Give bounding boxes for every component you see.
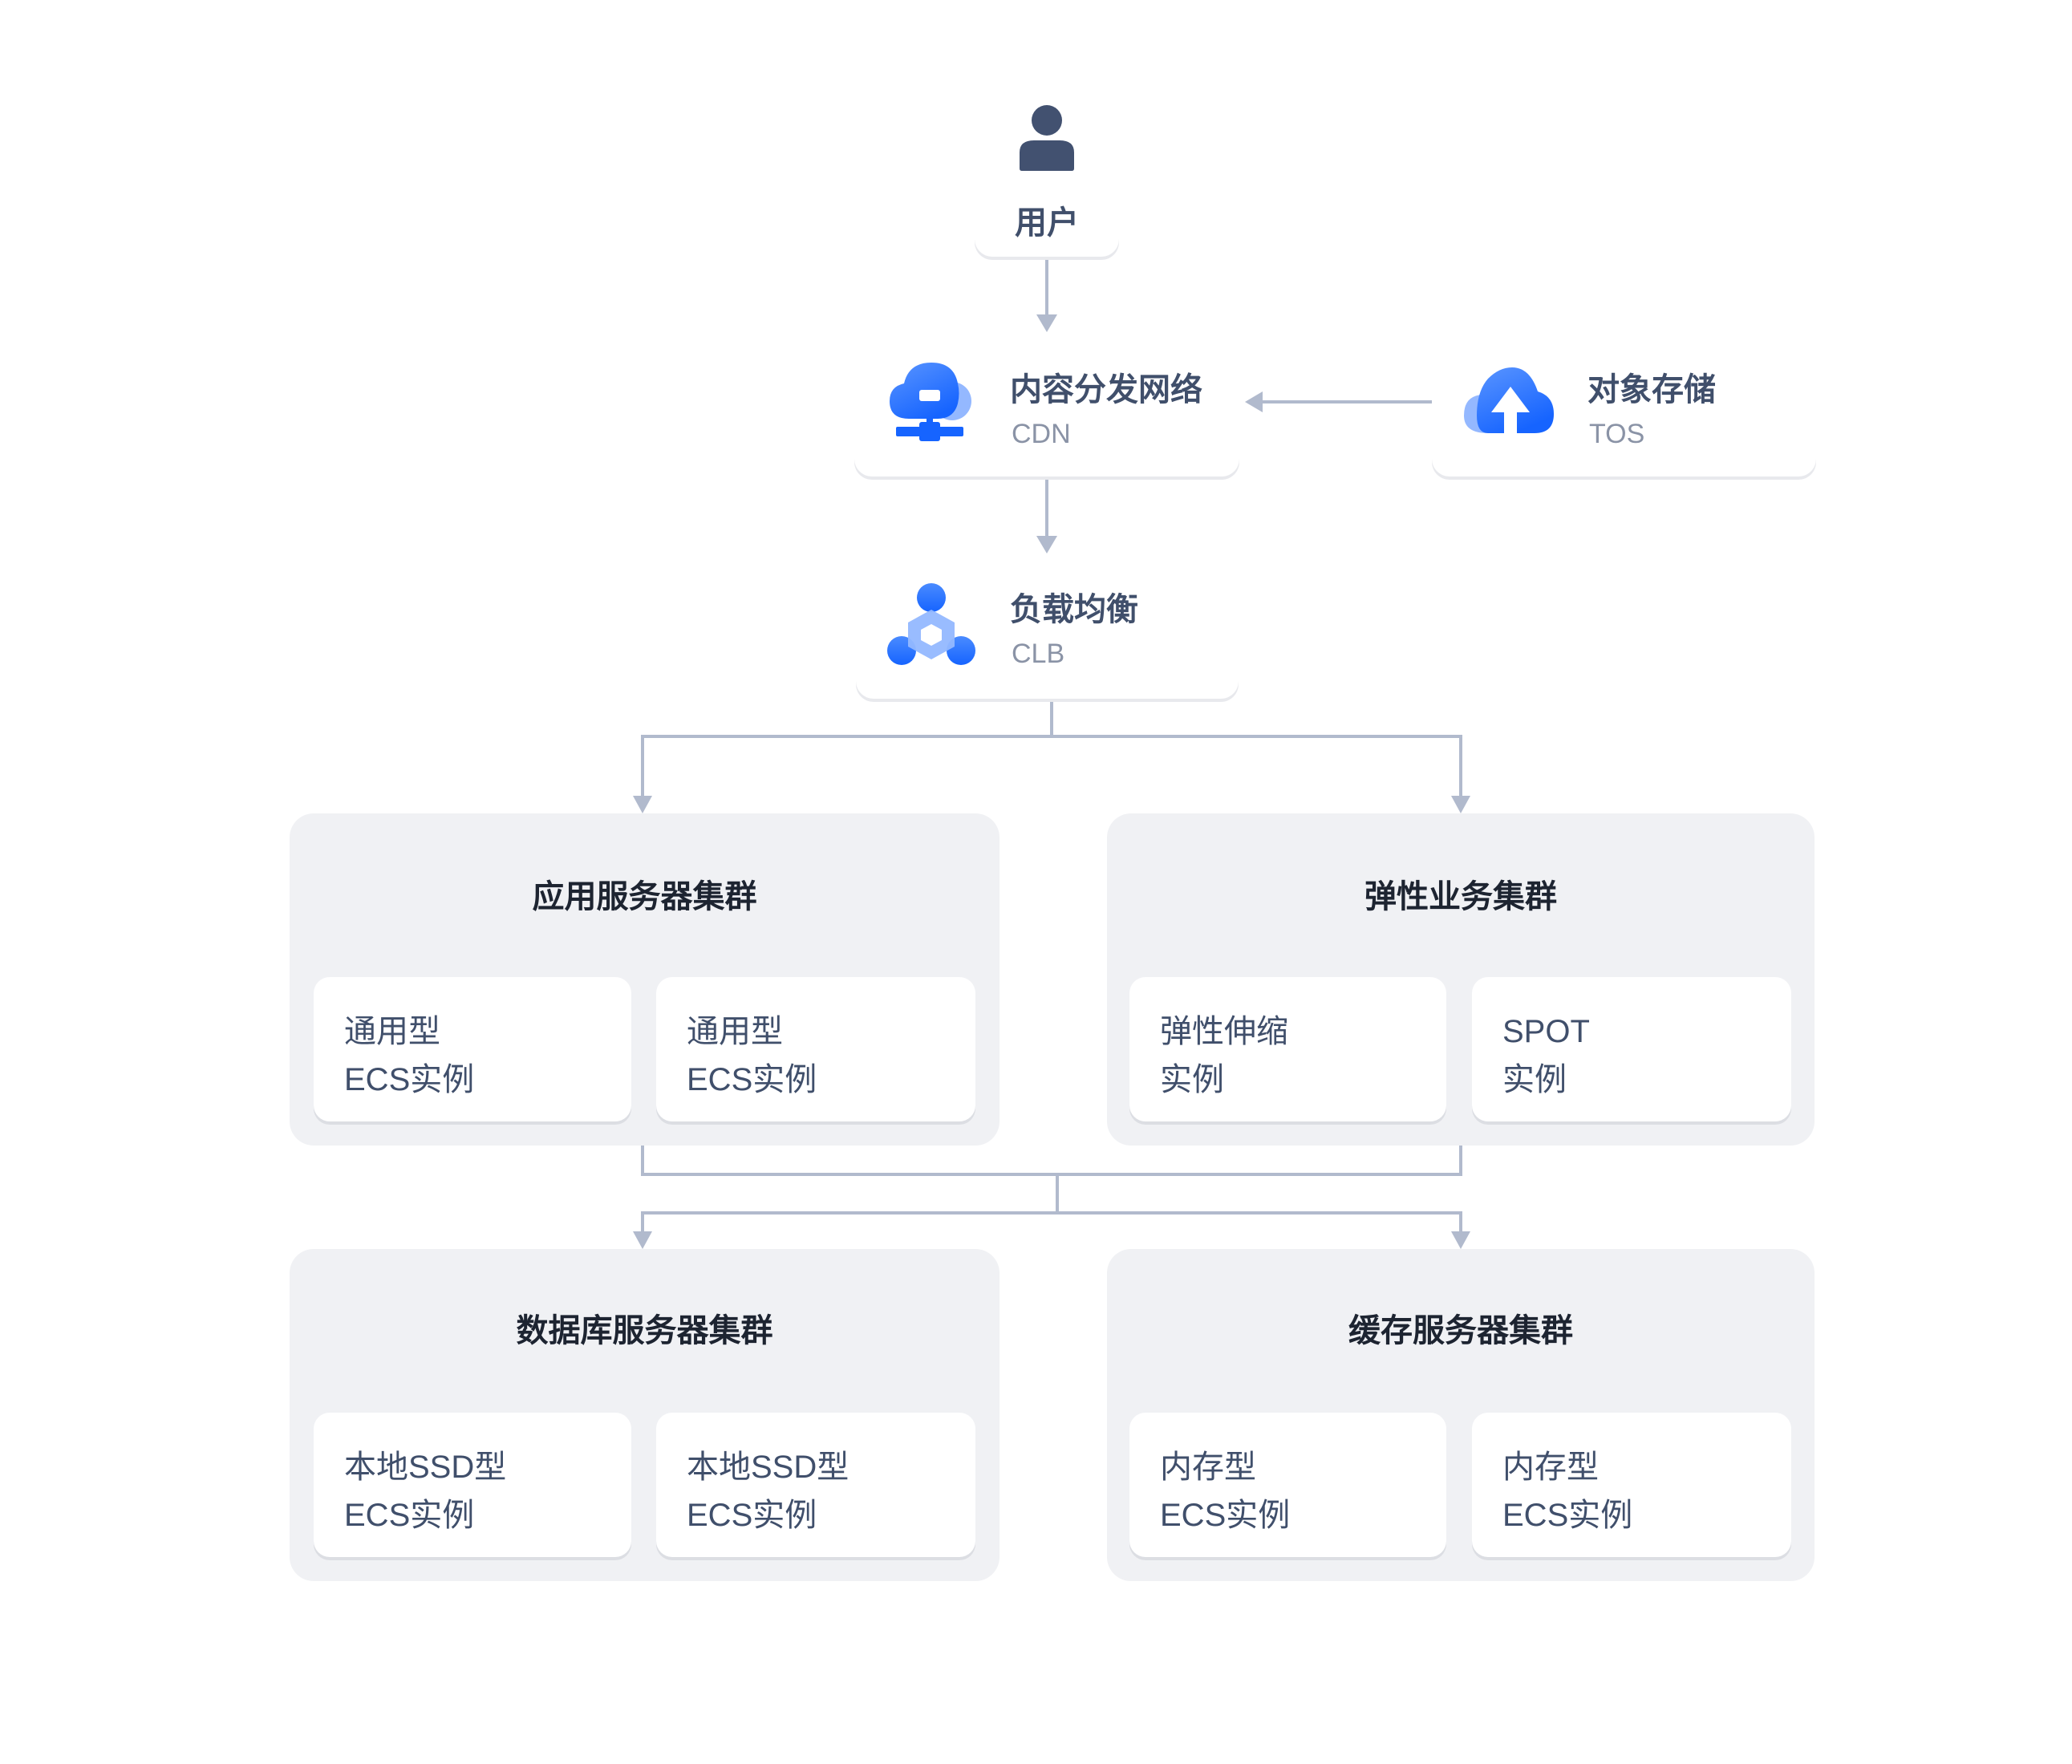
clb-title: 负载均衡 [1010, 592, 1138, 627]
instance-kind: ECS实例 [687, 1062, 817, 1097]
cluster-title: 应用服务器集群 [532, 879, 757, 914]
instance-type: 通用型 [687, 1014, 783, 1049]
tos-subtitle: TOS [1589, 419, 1645, 449]
cloud-upload-icon [1464, 367, 1554, 433]
instance-kind: 实例 [1160, 1062, 1224, 1097]
arrowhead-cdn [1036, 314, 1057, 332]
arrowhead-cache-cluster [1451, 1231, 1470, 1249]
load-balancer-icon [887, 583, 975, 665]
instance-type: 通用型 [344, 1014, 440, 1049]
cluster-app-servers: 应用服务器集群 通用型 ECS实例 通用型 ECS实例 [290, 813, 1000, 1146]
instance-kind: ECS实例 [344, 1062, 475, 1097]
clb-subtitle: CLB [1012, 639, 1065, 669]
instance-card[interactable]: 通用型 ECS实例 [314, 977, 631, 1121]
cdn-subtitle: CDN [1012, 419, 1071, 449]
user-node[interactable]: 用户 [975, 80, 1119, 257]
arrowhead-app-cluster [633, 796, 652, 813]
cdn-node[interactable]: 内容分发网络 CDN [854, 337, 1239, 476]
arrowhead-clb [1036, 536, 1057, 554]
cluster-cache-servers: 缓存服务器集群 内存型 ECS实例 内存型 ECS实例 [1107, 1249, 1815, 1581]
cluster-title: 弹性业务集群 [1364, 879, 1557, 914]
instance-kind: ECS实例 [1502, 1498, 1633, 1533]
instance-type: SPOT [1502, 1014, 1590, 1049]
cdn-title: 内容分发网络 [1010, 372, 1202, 408]
instance-card[interactable]: 内存型 ECS实例 [1129, 1413, 1446, 1557]
arrowhead-elastic-cluster [1451, 796, 1470, 813]
instance-card[interactable]: 通用型 ECS实例 [656, 977, 975, 1121]
instance-kind: ECS实例 [344, 1498, 475, 1533]
instance-card[interactable]: 本地SSD型 ECS实例 [314, 1413, 631, 1557]
instance-card[interactable]: 内存型 ECS实例 [1472, 1413, 1791, 1557]
cluster-title: 缓存服务器集群 [1348, 1313, 1573, 1348]
arrowhead-cdn-left [1245, 391, 1263, 412]
user-title: 用户 [1015, 205, 1079, 241]
instance-card[interactable]: 本地SSD型 ECS实例 [656, 1413, 975, 1557]
instance-kind: ECS实例 [1160, 1498, 1291, 1533]
instance-type: 本地SSD型 [344, 1450, 507, 1485]
cluster-database-servers: 数据库服务器集群 本地SSD型 ECS实例 本地SSD型 ECS实例 [290, 1249, 1000, 1581]
user-icon [1020, 105, 1074, 171]
instance-type: 内存型 [1502, 1450, 1599, 1485]
instance-card[interactable]: 弹性伸缩实例 [1129, 977, 1446, 1121]
instance-kind: ECS实例 [687, 1498, 817, 1533]
instance-type: 弹性伸缩 [1160, 1014, 1288, 1049]
clb-node[interactable]: 负载均衡 CLB [856, 562, 1239, 699]
instance-card[interactable]: SPOT 实例 [1472, 977, 1791, 1121]
instance-kind: 实例 [1502, 1062, 1567, 1097]
instance-type: 本地SSD型 [687, 1450, 849, 1485]
cdn-cloud-icon [890, 363, 971, 441]
arrowhead-db-cluster [633, 1231, 652, 1249]
tos-node[interactable]: 对象存储 TOS [1432, 337, 1816, 476]
cluster-elastic-business: 弹性业务集群 弹性伸缩实例 SPOT 实例 [1107, 813, 1815, 1146]
instance-type: 内存型 [1160, 1450, 1256, 1485]
cluster-title: 数据库服务器集群 [516, 1313, 773, 1348]
tos-title: 对象存储 [1587, 372, 1716, 408]
